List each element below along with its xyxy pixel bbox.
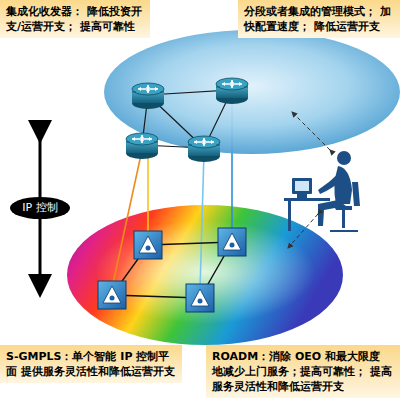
feature-callout: 分段或者集成的管理模式； 加快配置速度； 降低运营开支 (238, 0, 400, 38)
node-text: IP 控制 (22, 201, 57, 214)
feature-callout: 集成化收发器： 降低投资开支/运营开支； 提高可靠性 (0, 0, 150, 38)
node-text: 分段或者集成的管理模式； 加快配置速度； 降低运营开支 (244, 5, 391, 33)
feature-callout: ROADM：消除 OEO 和最大限度 地减少上门服务；提高可靠性； 提高服务灵活… (206, 345, 400, 398)
node-text: ROADM：消除 OEO 和最大限度 地减少上门服务；提高可靠性； 提高服务灵活… (212, 350, 392, 393)
node-text: S-GMPLS：单个智能 IP 控制平面 提供服务灵活性和降低运营开支 (6, 350, 175, 378)
node-text: 集成化收发器： 降低投资开支/运营开支； 提高可靠性 (6, 5, 142, 33)
feature-callout: S-GMPLS：单个智能 IP 控制平面 提供服务灵活性和降低运营开支 (0, 345, 182, 383)
control-oval: IP 控制 (10, 197, 69, 219)
